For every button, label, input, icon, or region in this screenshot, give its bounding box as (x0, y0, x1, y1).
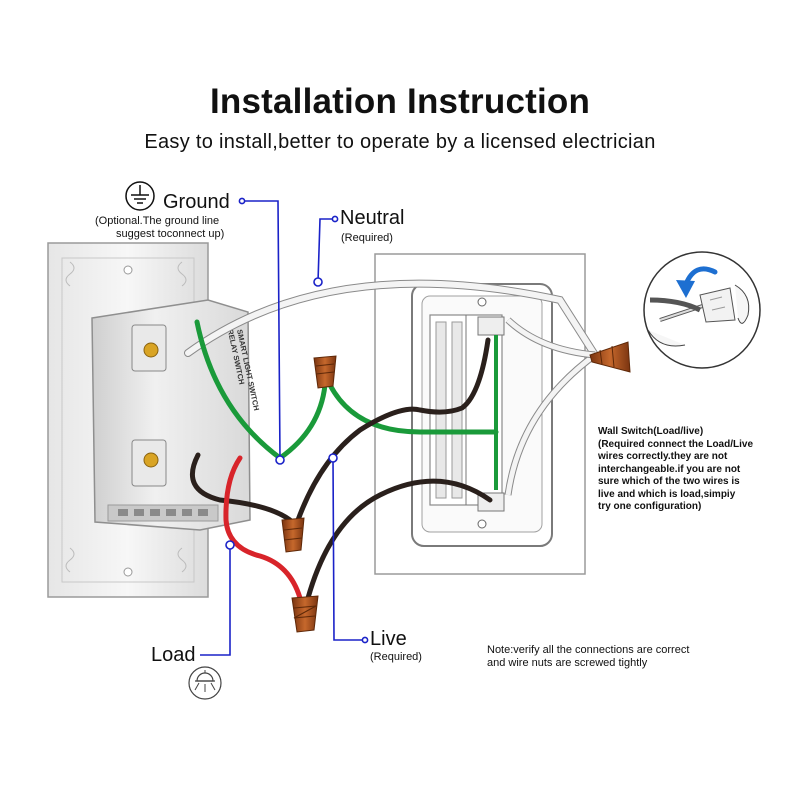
neutral-label: Neutral (340, 207, 405, 229)
load-label: Load (151, 644, 196, 666)
wire-nut (281, 517, 305, 553)
callout-dot (331, 215, 339, 223)
live-required-note: (Required) (370, 651, 422, 663)
twist-detail-inset (643, 251, 761, 369)
callout-dot (328, 453, 338, 463)
live-label: Live (370, 628, 407, 650)
wall-switch-note-line: wires correctly.they are not (598, 451, 728, 462)
page-title: Installation Instruction (209, 82, 591, 121)
callout-dot (238, 197, 246, 205)
wall-switch-note: Wall Switch(Load/live) (Required connect… (598, 426, 753, 514)
callout-dot (275, 455, 285, 465)
wall-switch-note-line: interchangeable.if you are not (598, 463, 741, 475)
wall-switch-note-line: live and which is load,simpiy (598, 488, 736, 500)
wall-switch-note-line: (Required connect the Load/Live (598, 438, 754, 450)
callout-dot (313, 277, 323, 287)
ground-note-line1: (Optional.The ground line (95, 215, 220, 227)
wall-switch-note-line: try one configuration) (598, 501, 702, 512)
smart-switch-plate (47, 242, 251, 598)
page-subtitle: Easy to install,better to operate by a l… (144, 131, 656, 153)
light-bulb-icon (188, 666, 222, 700)
footer-note-line1: Note:verify all the connections are corr… (487, 644, 690, 656)
callout-dot (361, 636, 369, 644)
load-wire (223, 455, 303, 601)
neutral-required-note: (Required) (341, 232, 393, 244)
wall-switch-note-line: sure which of the two wires is (598, 476, 740, 487)
ground-note-line2: suggest toconnect up) (116, 228, 225, 240)
ground-label: Ground (163, 191, 230, 213)
wire-nut (291, 595, 319, 633)
callout-lines (200, 200, 365, 656)
footer-note: Note:verify all the connections are corr… (487, 644, 689, 670)
wire-nut (313, 355, 337, 389)
ground-symbol-icon (125, 181, 155, 211)
neutral-wire (184, 279, 599, 496)
callout-dot (225, 540, 235, 550)
wall-switch-note-line: Wall Switch(Load/live) (598, 426, 704, 437)
twist-arrow-icon (676, 266, 718, 298)
wire-nut (589, 341, 631, 373)
footer-note-line2: and wire nuts are screwed tightly (487, 657, 648, 669)
